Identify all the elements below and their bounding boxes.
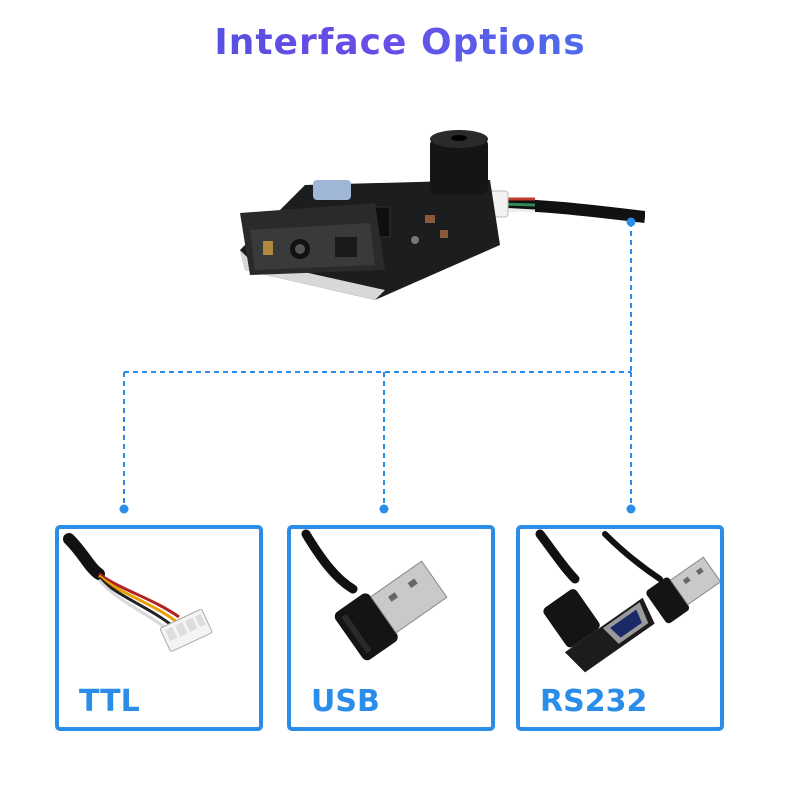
usb-cable-icon xyxy=(301,529,448,661)
page-title: Interface Options xyxy=(0,22,800,63)
option-label-usb: USB xyxy=(311,684,380,719)
ttl-cable-icon xyxy=(63,533,213,652)
rs232-cable-icon xyxy=(535,529,720,673)
option-card-usb: USB xyxy=(287,525,495,731)
cable-endpoint-dot xyxy=(626,217,636,227)
option-label-ttl: TTL xyxy=(79,684,140,719)
option-label-rs232: RS232 xyxy=(540,684,648,719)
rs232-endpoint-dot xyxy=(626,504,636,514)
option-card-rs232: RS232 xyxy=(516,525,724,731)
ttl-endpoint-dot xyxy=(119,504,129,514)
usb-endpoint-dot xyxy=(379,504,389,514)
option-card-ttl: TTL xyxy=(55,525,263,731)
scanner-module-image xyxy=(240,130,645,300)
